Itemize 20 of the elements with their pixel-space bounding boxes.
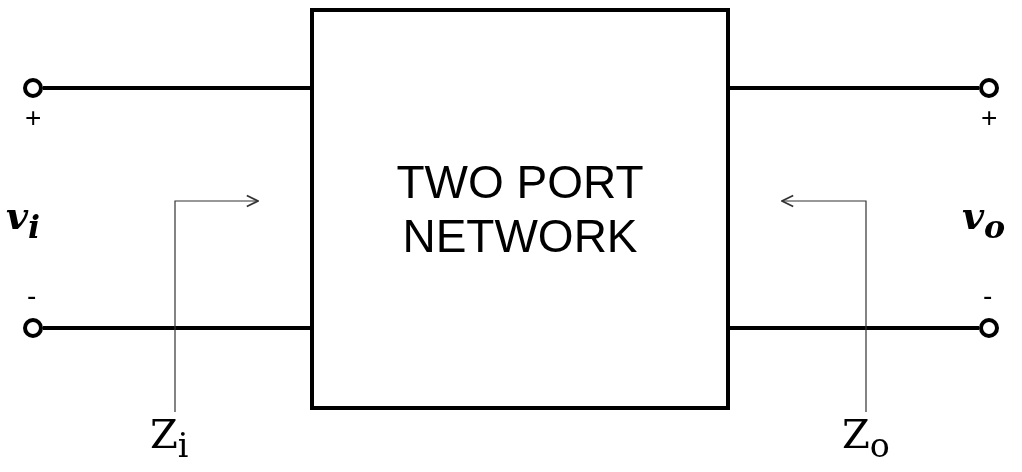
impedance-label: Z$_{i}$ [150, 412, 189, 468]
wire [43, 86, 310, 90]
plus-sign: + [25, 104, 42, 132]
voltage-label: v$_{i}$ [6, 196, 41, 247]
minus-sign: - [27, 282, 37, 310]
impedance-arrow [781, 194, 867, 413]
impedance-label: Z$_{o}$ [842, 412, 890, 468]
terminal-circle [979, 78, 999, 98]
terminal-circle [979, 318, 999, 338]
network-box [310, 8, 730, 410]
wire [730, 326, 979, 330]
impedance-arrow [174, 194, 259, 413]
terminal-circle [23, 318, 43, 338]
terminal-circle [23, 78, 43, 98]
plus-sign: + [981, 104, 998, 132]
wire [43, 326, 310, 330]
minus-sign: - [983, 282, 993, 310]
voltage-label: v$_{o}$ [962, 196, 1006, 247]
wire [730, 86, 979, 90]
network-label: TWO PORT NETWORK [395, 155, 645, 263]
